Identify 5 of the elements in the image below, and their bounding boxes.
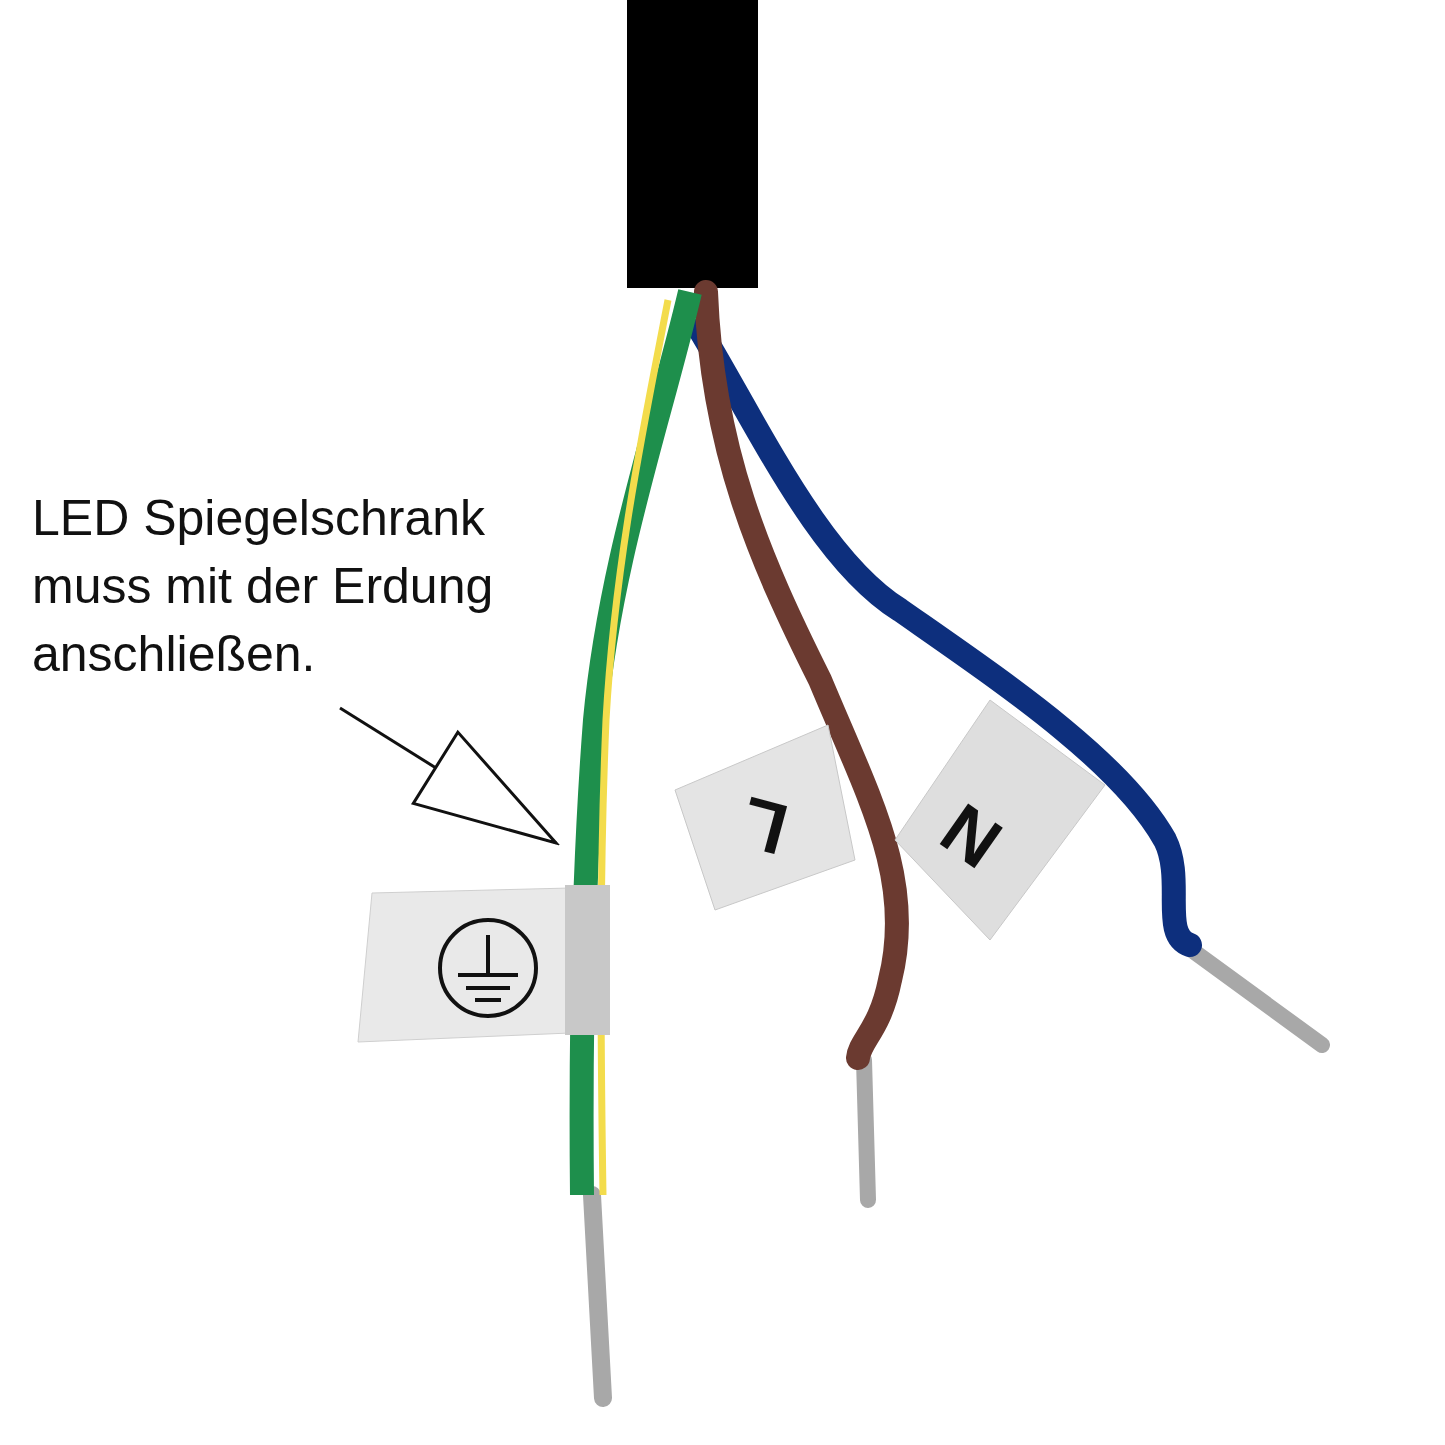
note-text: LED Spiegelschrank muss mit der Erdung anschließen. xyxy=(32,484,602,688)
wire-label: N xyxy=(929,791,1013,881)
wire-label: L xyxy=(733,785,795,867)
arrow xyxy=(339,706,558,845)
earth-wire-drawing xyxy=(565,289,702,1407)
